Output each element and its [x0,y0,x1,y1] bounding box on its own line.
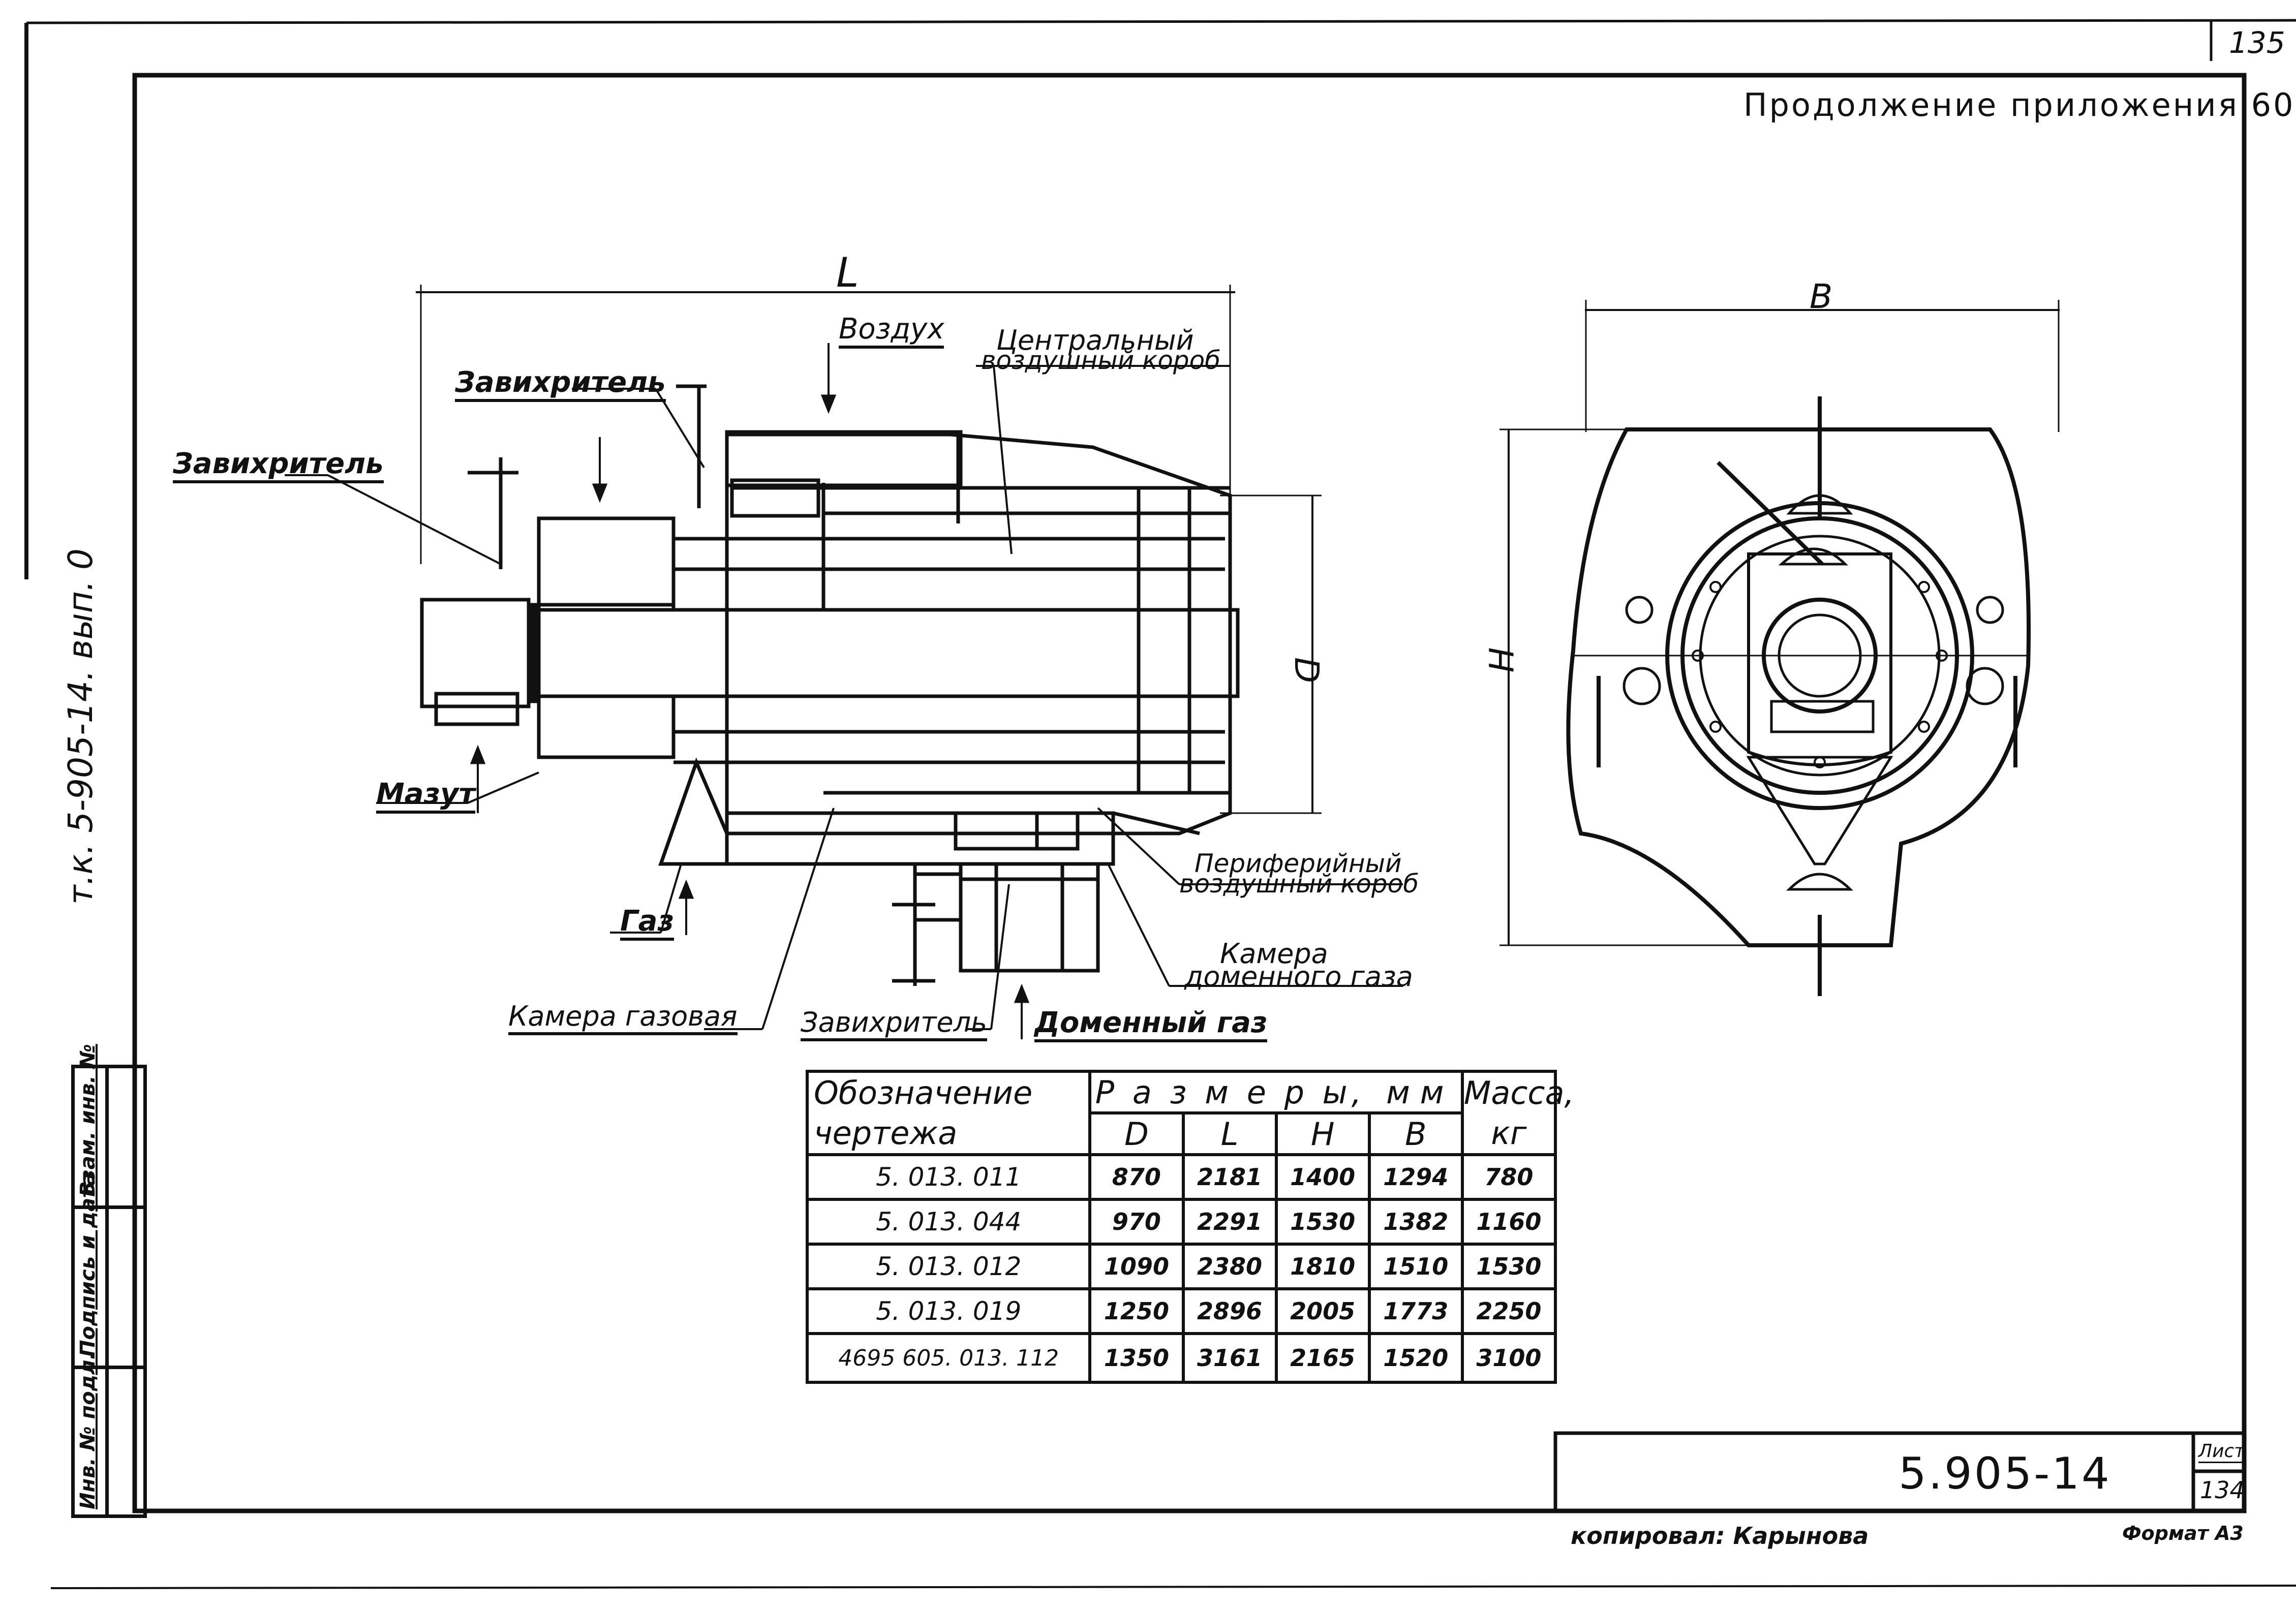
row-l: 3161 [1181,1332,1278,1384]
header-unit: м м [1369,1070,1464,1113]
column-h-header: H [1274,1111,1371,1156]
side-elevation [285,285,1403,1039]
row-d: 1250 [1088,1287,1185,1335]
dimension-d-label: D [1287,657,1326,683]
row-mass: 2250 [1460,1287,1557,1335]
row-b: 1510 [1367,1243,1464,1290]
row-code: 5. 013. 012 [805,1243,1092,1290]
label-gas-chamber: Камера газовая [508,1000,738,1035]
row-mass: 780 [1460,1153,1557,1201]
table-row: 5. 013. 044 970 2291 1530 1382 1160 [805,1198,1557,1246]
label-air: Воздух [839,313,944,349]
label-gas: Газ [620,905,675,941]
table-row: 5. 013. 011 870 2181 1400 1294 780 [805,1153,1557,1201]
sheet-format: Формат А3 [2122,1522,2244,1544]
column-l-header: L [1181,1111,1278,1156]
label-swirler-bottom: Завихритель [801,1006,987,1041]
row-d: 1350 [1088,1332,1185,1384]
sheet-number: 134 [2200,1476,2245,1504]
table-row: 5. 013. 019 1250 2896 2005 1773 2250 [805,1287,1557,1335]
row-mass: 1530 [1460,1243,1557,1290]
dimension-b-label: B [1810,277,1833,316]
top-page-number: 135 [2229,25,2285,60]
label-peripheral-air-box-1: Периферийный [1195,849,1402,878]
row-h: 1400 [1274,1153,1371,1201]
label-swirler-left: Завихритель [173,447,384,483]
row-d: 870 [1088,1153,1185,1201]
row-d: 1090 [1088,1243,1185,1290]
copied-by: копировал: Карынова [1571,1522,1869,1550]
row-mass: 3100 [1460,1332,1557,1384]
row-b: 1773 [1367,1287,1464,1335]
label-fuel-oil: Мазут [376,778,476,814]
label-peripheral-air-box-2: воздушный короб [1179,869,1419,899]
row-h: 1810 [1274,1243,1371,1290]
row-mass: 1160 [1460,1198,1557,1246]
row-d: 970 [1088,1198,1185,1246]
row-b: 1520 [1367,1332,1464,1384]
label-central-air-box-2: воздушный короб [981,346,1221,375]
header-designation-1: Обозначение [805,1070,1092,1113]
header-mass-2: кг [1460,1113,1557,1156]
row-code: 4695 605. 013. 112 [805,1332,1092,1384]
stamp-cell-replace: Взам. инв. № [76,1044,100,1197]
row-b: 1382 [1367,1198,1464,1246]
row-l: 2181 [1181,1153,1278,1201]
side-label: т.к. 5-905-14. вып. 0 [61,548,100,905]
label-blast-furnace-gas: Доменный газ [1034,1006,1268,1042]
header-designation-2: чертежа [805,1113,1092,1156]
end-view [1499,300,2060,996]
label-bottom-gas-chamber-1: Камера [1220,938,1328,970]
table-row: 4695 605. 013. 112 1350 3161 2165 1520 3… [805,1332,1557,1384]
side-stamp [71,1065,147,1518]
row-code: 5. 013. 011 [805,1153,1092,1201]
row-h: 2005 [1274,1287,1371,1335]
sheet-label: Лист [2198,1441,2245,1463]
row-l: 2896 [1181,1287,1278,1335]
document-code: 5.905-14 [1899,1448,2111,1499]
label-bottom-gas-chamber-2: доменного газа [1184,961,1413,993]
stamp-cell-signature: Подпись и дата [76,1172,100,1357]
row-h: 2165 [1274,1332,1371,1384]
header-mass-1: Масса, [1460,1070,1574,1113]
row-h: 1530 [1274,1198,1371,1246]
row-code: 5. 013. 044 [805,1198,1092,1246]
stamp-cell-inventory: Инв. № подл. [76,1352,100,1509]
row-b: 1294 [1367,1153,1464,1201]
row-code: 5. 013. 019 [805,1287,1092,1335]
row-l: 2291 [1181,1198,1278,1246]
column-b-header: B [1367,1111,1464,1156]
column-d-header: D [1088,1111,1185,1156]
dimension-h-label: H [1482,647,1522,673]
row-l: 2380 [1181,1243,1278,1290]
table-row: 5. 013. 012 1090 2380 1810 1510 1530 [805,1243,1557,1290]
label-central-air-box-1: Центральный [996,324,1194,356]
dimension-l-label: L [836,249,859,296]
header-sizes: Р а з м е р ы, [1088,1070,1369,1113]
sheet-header: Продолжение приложения 60 [1743,86,2295,123]
specification-table: Обозначение Р а з м е р ы, м м Масса, че… [805,1070,1574,1384]
label-swirler-top: Завихритель [455,366,666,402]
